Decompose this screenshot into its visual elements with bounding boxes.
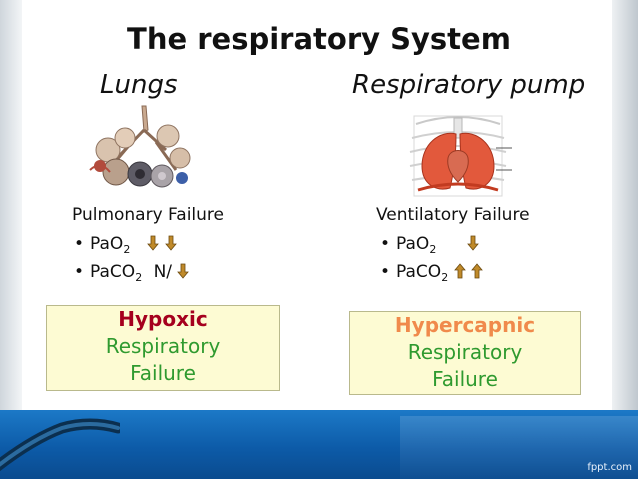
fppt-brand: fppt.com	[587, 462, 632, 473]
ventilatory-failure-label: Ventilatory Failure	[376, 205, 530, 225]
paco2-name: PaCO	[396, 262, 442, 282]
down-arrow-icon	[467, 235, 479, 251]
footer-panel	[400, 416, 638, 479]
slide-right-edge	[612, 0, 638, 410]
pao2-name: PaO	[396, 234, 430, 254]
slide-left-edge	[0, 0, 22, 410]
thorax-illustration	[400, 108, 516, 204]
lungs-heading: Lungs	[100, 70, 178, 100]
paco2-normal-or: N/	[153, 262, 173, 282]
pulmonary-failure-label: Pulmonary Failure	[72, 205, 224, 225]
paco2-name: PaCO	[90, 262, 136, 282]
up-arrow-icon	[453, 263, 466, 279]
respiratory-label: Respiratory	[105, 334, 221, 358]
down-arrow-icon	[164, 235, 177, 251]
slide-title: The respiratory System	[127, 22, 511, 56]
stethoscope-icon	[0, 418, 120, 472]
bullet-pao2-right: •PaO2	[380, 234, 479, 256]
hypoxic-failure-box: Hypoxic Respiratory Failure	[46, 305, 280, 391]
pao2-subscript: 2	[123, 243, 131, 256]
respiratory-pump-heading: Respiratory pump	[352, 70, 586, 100]
respiratory-label: Respiratory	[407, 340, 523, 364]
footer-band: fppt.com	[0, 410, 638, 479]
pao2-subscript: 2	[429, 243, 437, 256]
pao2-name: PaO	[90, 234, 124, 254]
down-arrow-icon	[177, 263, 190, 279]
bullet-pao2-left: •PaO2	[74, 234, 177, 256]
paco2-subscript: 2	[441, 271, 449, 284]
paco2-subscript: 2	[135, 271, 143, 284]
failure-label: Failure	[130, 361, 196, 385]
failure-label: Failure	[432, 367, 498, 391]
down-arrow-icon	[147, 235, 159, 251]
bullet-paco2-left: •PaCO2 N/	[74, 262, 190, 284]
hypoxic-label: Hypoxic	[118, 307, 208, 331]
up-arrow-icon	[471, 263, 483, 279]
bullet-paco2-right: •PaCO2	[380, 262, 483, 284]
hypercapnic-label: Hypercapnic	[394, 313, 536, 337]
hypercapnic-failure-box: Hypercapnic Respiratory Failure	[349, 311, 581, 395]
lungs-illustration	[80, 100, 198, 198]
